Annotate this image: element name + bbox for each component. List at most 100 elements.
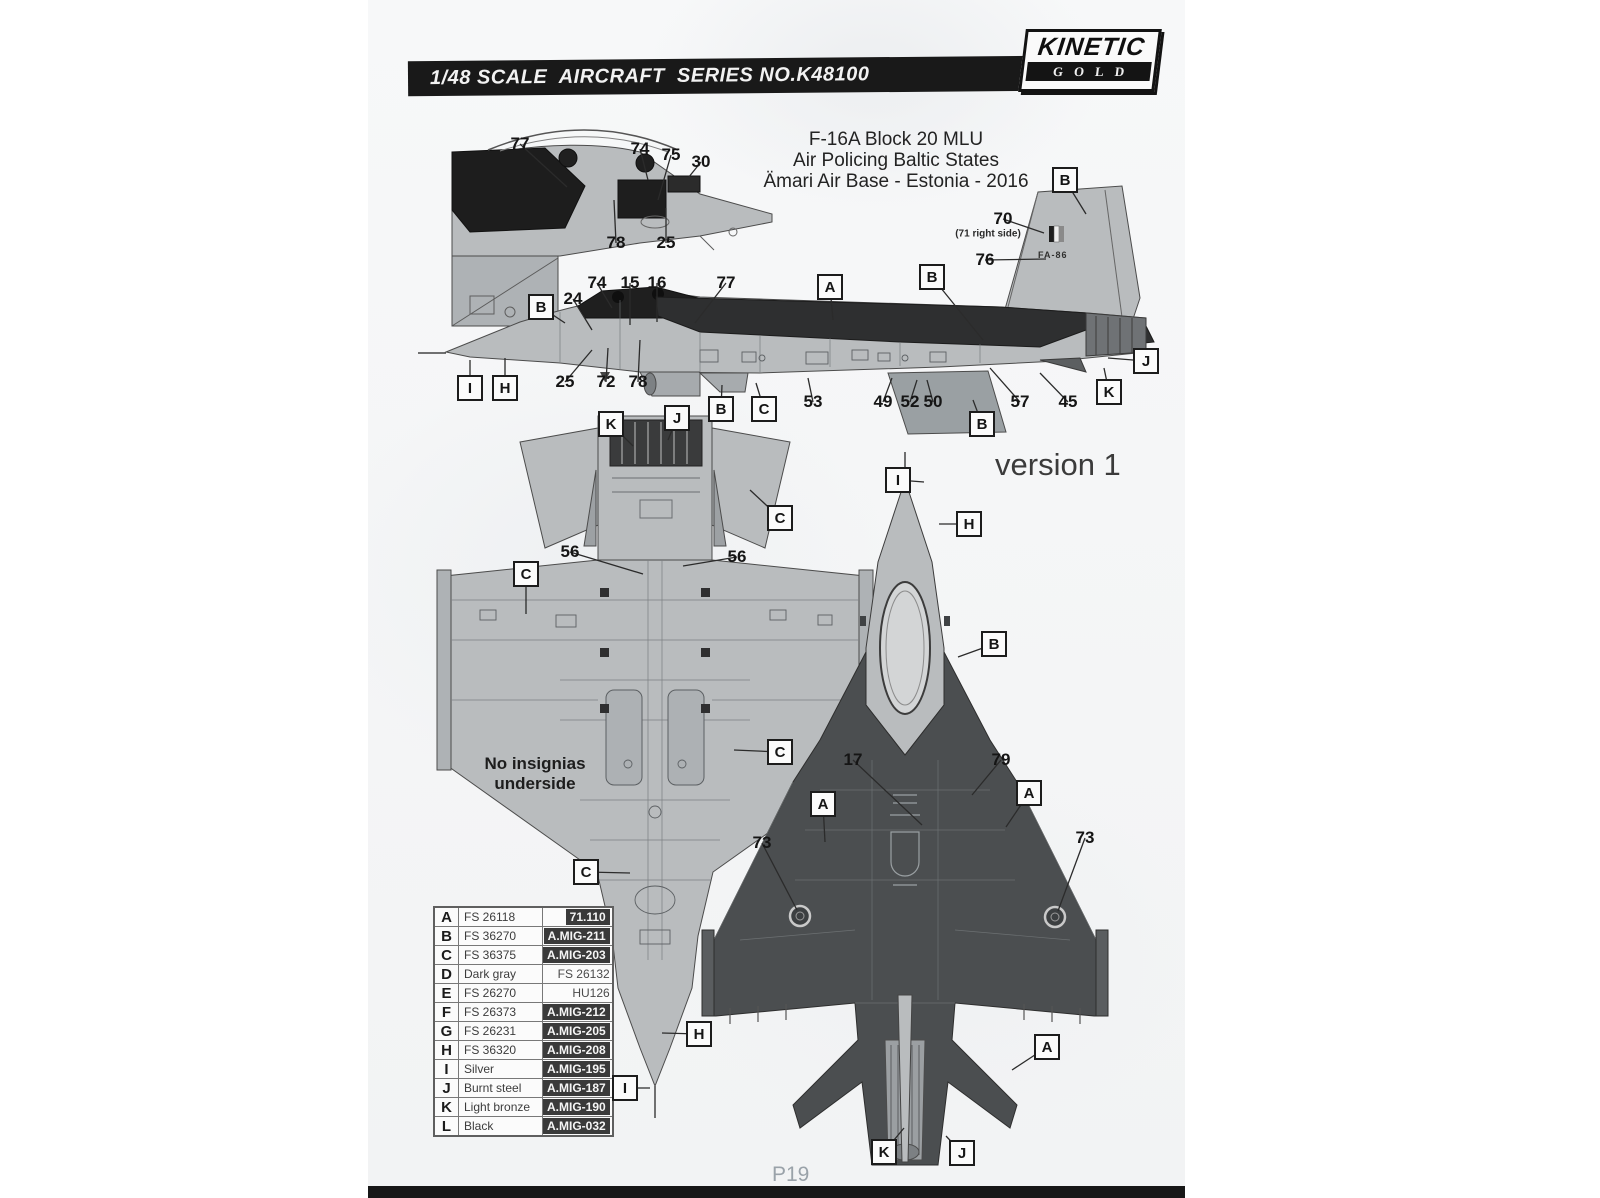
- color-callout-B: B: [1052, 167, 1078, 193]
- color-callout-A: A: [810, 791, 836, 817]
- leader-line-25-18: [564, 349, 593, 383]
- legend-letter: E: [433, 983, 459, 1003]
- color-callout-H: H: [492, 375, 518, 401]
- color-callout-K: K: [1096, 379, 1122, 405]
- color-callout-A: A: [817, 274, 843, 300]
- color-callout-B: B: [981, 631, 1007, 657]
- leader-line-17-47: [852, 759, 923, 826]
- color-callout-K: K: [871, 1139, 897, 1165]
- legend-color-name: FS 36375: [458, 945, 543, 965]
- paint-code-badge: 71.110: [565, 909, 610, 925]
- leader-line-72-19: [605, 347, 609, 383]
- paint-code-badge: A.MIG-212: [543, 1004, 610, 1020]
- scheme-title-line3: Ämari Air Base - Estonia - 2016: [763, 171, 1029, 192]
- scheme-title-line1: F-16A Block 20 MLU: [808, 129, 984, 150]
- part-callout-15: 15: [620, 273, 640, 292]
- color-callout-I: I: [612, 1075, 638, 1101]
- paint-code-badge: A.MIG-205: [543, 1023, 610, 1039]
- part-callout-77: 77: [716, 273, 736, 292]
- part-callout-70: 70: [993, 209, 1013, 228]
- tail-code: FA-86: [1038, 250, 1068, 260]
- paint-code-badge: A.MIG-203: [543, 947, 610, 963]
- paint-code-badge: A.MIG-187: [543, 1080, 610, 1096]
- scheme-title-line2: Air Policing Baltic States: [793, 150, 999, 171]
- part-callout-53: 53: [803, 392, 823, 411]
- legend-color-name: Light bronze: [458, 1097, 543, 1117]
- legend-color-name: FS 26118: [458, 906, 543, 927]
- legend-paint-code: A.MIG-187: [541, 1078, 614, 1098]
- part-callout-76: 76: [975, 250, 995, 269]
- leader-line-57-29: [989, 367, 1021, 403]
- leader-line-56-38: [682, 556, 738, 567]
- part-callout-30: 30: [691, 152, 711, 171]
- part-callout-77: 77: [510, 134, 530, 153]
- logo-brand-text: KINETIC: [1036, 33, 1147, 61]
- color-callout-C: C: [573, 859, 599, 885]
- part-callout-72: 72: [596, 372, 616, 391]
- paint-code-badge: A.MIG-190: [543, 1099, 610, 1115]
- part-callout-75: 75: [661, 145, 681, 164]
- legend-paint-code: 71.110: [541, 906, 614, 927]
- legend-paint-code: A.MIG-190: [541, 1097, 614, 1117]
- scheme-title: F-16A Block 20 MLU Air Policing Baltic S…: [740, 129, 1052, 192]
- part-callout-74: 74: [630, 139, 650, 158]
- leader-line-52-27: [909, 379, 918, 403]
- legend-paint-code: A.MIG-032: [541, 1116, 614, 1137]
- color-callout-I: I: [885, 467, 911, 493]
- color-callout-B: B: [528, 294, 554, 320]
- legend-letter: J: [433, 1078, 459, 1098]
- legend-paint-code: A.MIG-212: [541, 1002, 614, 1022]
- leader-line-49-26: [882, 377, 893, 403]
- color-callout-C: C: [513, 561, 539, 587]
- leader-line-73-52: [1057, 837, 1086, 912]
- color-callout-C: C: [767, 739, 793, 765]
- legend-paint-code: A.MIG-211: [541, 926, 614, 946]
- leader-line-24-11: [572, 298, 593, 331]
- part-callout-16: 16: [647, 273, 667, 292]
- color-callout-H: H: [956, 511, 982, 537]
- page-number: P19: [772, 1163, 810, 1186]
- leader-line-77-15: [694, 282, 727, 324]
- leader-line-74-12: [596, 282, 613, 309]
- legend-color-name: Black: [458, 1116, 543, 1137]
- legend-paint-code: A.MIG-195: [541, 1059, 614, 1079]
- part-callout-25: 25: [555, 372, 575, 391]
- part-callout-57: 57: [1010, 392, 1030, 411]
- color-callout-J: J: [949, 1140, 975, 1166]
- legend-color-name: FS 36270: [458, 926, 543, 946]
- color-callout-B: B: [708, 396, 734, 422]
- legend-letter: G: [433, 1021, 459, 1041]
- legend-color-name: FS 36320: [458, 1040, 543, 1060]
- leader-line-77-0: [519, 143, 568, 188]
- series-label: 1/48 SCALE AIRCRAFT SERIES NO.K48100: [429, 63, 870, 90]
- legend-letter: B: [433, 926, 459, 946]
- legend-letter: D: [433, 964, 459, 984]
- leader-line-45-30: [1039, 372, 1069, 403]
- kinetic-gold-logo: KINETIC GOLD: [1018, 29, 1162, 92]
- legend-letter: K: [433, 1097, 459, 1117]
- legend-color-name: Silver: [458, 1059, 543, 1079]
- color-callout-H: H: [686, 1021, 712, 1047]
- leader-line-78-4: [613, 199, 617, 244]
- color-callout-C: C: [751, 396, 777, 422]
- paint-code-badge: A.MIG-195: [543, 1061, 610, 1077]
- leader-line-53-25: [807, 377, 814, 403]
- part-callout-52: 52: [900, 392, 920, 411]
- part-callout-45: 45: [1058, 392, 1078, 411]
- legend-paint-code: A.MIG-203: [541, 945, 614, 965]
- legend-letter: A: [433, 906, 459, 927]
- legend-letter: F: [433, 1002, 459, 1022]
- legend-color-name: FS 26373: [458, 1002, 543, 1022]
- part-callout-49: 49: [873, 392, 893, 411]
- top-plan-view: [701, 452, 1109, 1166]
